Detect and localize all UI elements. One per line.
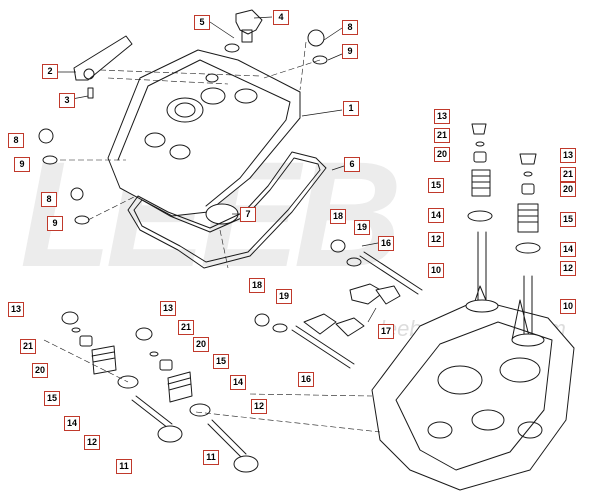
- callout-6: 6: [344, 157, 360, 172]
- callout-15c: 15: [44, 391, 60, 406]
- callout-13b: 13: [560, 148, 576, 163]
- callout-12b: 12: [560, 261, 576, 276]
- callout-14c: 14: [64, 416, 80, 431]
- spring-stack-left: [61, 311, 211, 417]
- callout-2: 2: [42, 64, 58, 79]
- callout-9a: 9: [342, 44, 358, 59]
- callout-20a: 20: [434, 147, 450, 162]
- callout-1: 1: [343, 101, 359, 116]
- callout-4: 4: [273, 10, 289, 25]
- callout-16a: 16: [378, 236, 394, 251]
- breather-fitting: [224, 9, 263, 53]
- callout-14a: 14: [428, 208, 444, 223]
- callout-5: 5: [194, 15, 210, 30]
- valves-right: [465, 231, 545, 347]
- cover-gasket: [127, 151, 327, 269]
- callout-12d: 12: [251, 399, 267, 414]
- callout-10b: 10: [560, 299, 576, 314]
- callout-20c: 20: [32, 363, 48, 378]
- callout-21d: 21: [178, 320, 194, 335]
- callout-17a: 17: [378, 324, 394, 339]
- callout-15b: 15: [560, 212, 576, 227]
- callout-18b: 18: [249, 278, 265, 293]
- valves-left: [131, 395, 259, 473]
- cylinder-head: [371, 285, 575, 491]
- cover-bolts: [38, 29, 328, 225]
- callout-12a: 12: [428, 232, 444, 247]
- callout-11b: 11: [203, 450, 219, 465]
- callout-10a: 10: [428, 263, 444, 278]
- callout-20b: 20: [560, 182, 576, 197]
- callout-20d: 20: [193, 337, 209, 352]
- bracket-plate: [73, 35, 133, 81]
- callout-8c: 8: [41, 192, 57, 207]
- pushrods: [254, 239, 423, 369]
- callout-9b: 9: [14, 157, 30, 172]
- callout-21b: 21: [560, 167, 576, 182]
- callout-15d: 15: [213, 354, 229, 369]
- callout-16b: 16: [298, 372, 314, 387]
- callout-11a: 11: [116, 459, 132, 474]
- callout-21a: 21: [434, 128, 450, 143]
- callout-9c: 9: [47, 216, 63, 231]
- callout-12c: 12: [84, 435, 100, 450]
- callout-8a: 8: [342, 20, 358, 35]
- callout-15a: 15: [428, 178, 444, 193]
- callout-13a: 13: [434, 109, 450, 124]
- callout-18a: 18: [330, 209, 346, 224]
- valve-cover: [107, 49, 301, 225]
- callout-8b: 8: [8, 133, 24, 148]
- callout-14b: 14: [560, 242, 576, 257]
- callout-13d: 13: [160, 301, 176, 316]
- callout-21c: 21: [20, 339, 36, 354]
- spring-stack-right: [467, 123, 541, 254]
- callout-19b: 19: [276, 289, 292, 304]
- rocker-arms: [303, 283, 401, 337]
- callout-3: 3: [59, 93, 75, 108]
- callout-14d: 14: [230, 375, 246, 390]
- callout-13c: 13: [8, 302, 24, 317]
- callout-19a: 19: [354, 220, 370, 235]
- callout-7: 7: [240, 207, 256, 222]
